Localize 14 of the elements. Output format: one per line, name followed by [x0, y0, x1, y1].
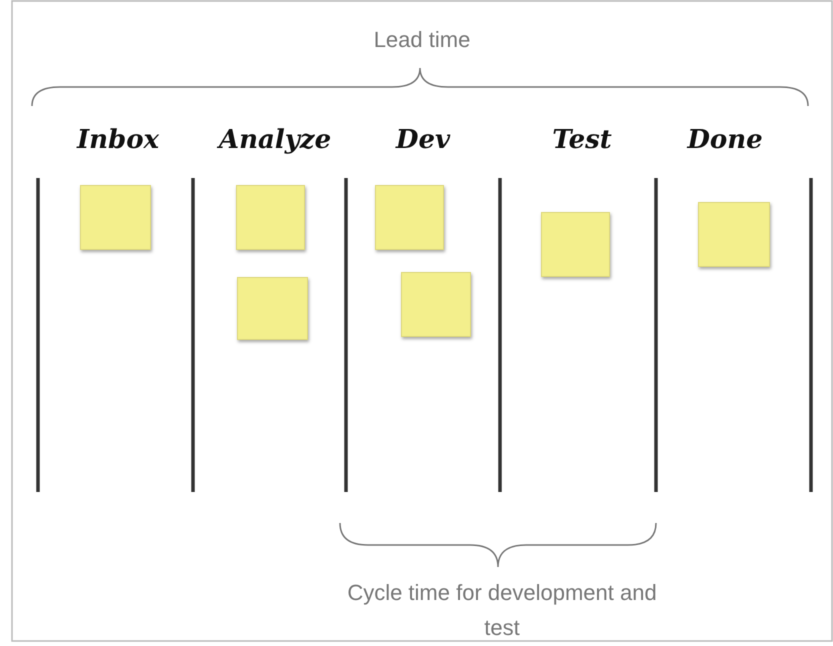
sticky-note [80, 185, 151, 250]
sticky-note [698, 202, 770, 267]
column-header: Test [552, 124, 612, 157]
column-header: Done [687, 124, 763, 157]
sticky-note [541, 212, 610, 277]
bracket-label: Cycle time for development and test [346, 579, 658, 642]
bracket-label: Lead time [374, 26, 470, 54]
sticky-note [401, 272, 471, 337]
column-header: Inbox [76, 124, 160, 157]
sticky-note [375, 185, 444, 250]
column-header: Analyze [218, 124, 332, 157]
sticky-note [236, 185, 305, 250]
sticky-note [237, 277, 308, 340]
column-header: Dev [396, 124, 450, 157]
